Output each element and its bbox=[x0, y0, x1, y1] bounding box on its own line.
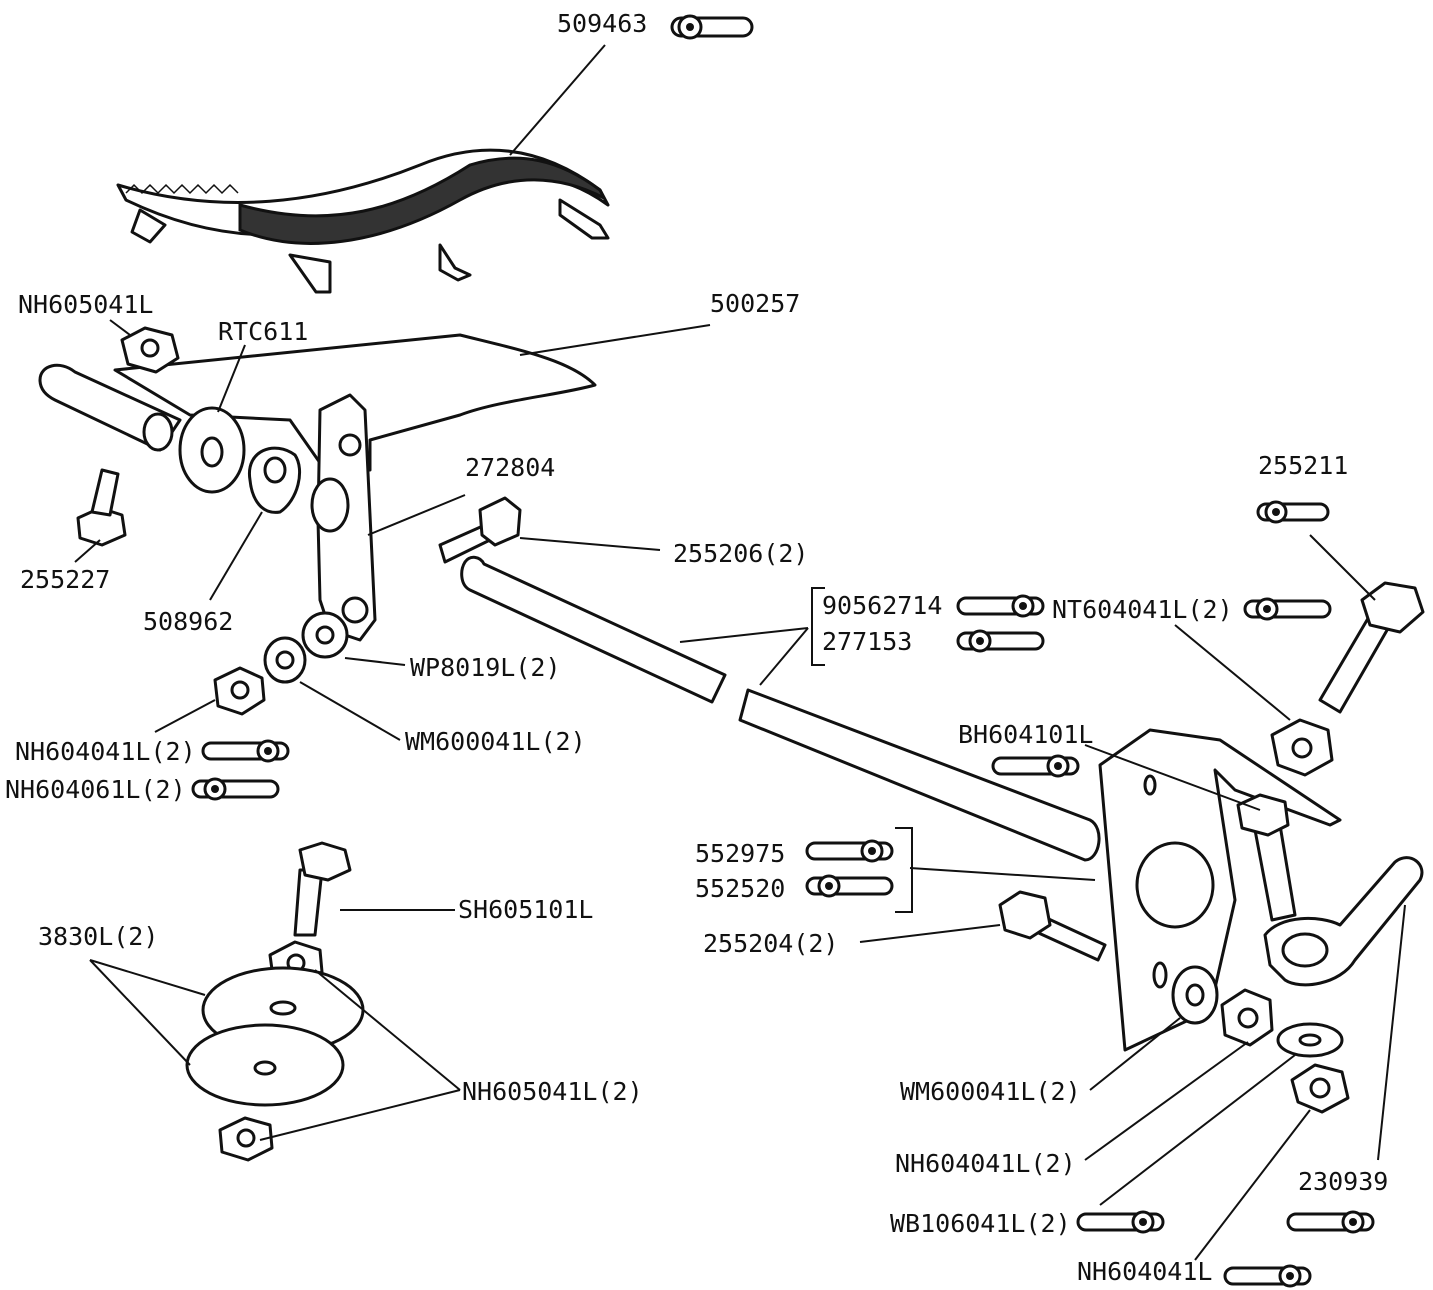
part-symbol-icon bbox=[670, 14, 754, 40]
label-wp8019l: WP8019L(2) bbox=[410, 653, 561, 682]
label-nh605041l-2: NH605041L(2) bbox=[462, 1077, 643, 1106]
part-symbol-icon bbox=[1243, 597, 1332, 621]
label-sh605101l: SH605101L bbox=[458, 895, 593, 924]
label-508962: 508962 bbox=[143, 607, 233, 636]
label-wb106041l: WB106041L(2) bbox=[890, 1209, 1071, 1238]
label-552975: 552975 bbox=[695, 839, 785, 868]
lever-230939-drawing bbox=[1263, 856, 1424, 987]
part-symbol-icon bbox=[1256, 500, 1330, 524]
label-wm600041l-right: WM600041L(2) bbox=[900, 1077, 1081, 1106]
part-symbol-icon bbox=[805, 874, 894, 898]
nut-nh604041l-right-drawing bbox=[1220, 988, 1274, 1047]
part-symbol-icon bbox=[191, 777, 280, 801]
label-272804: 272804 bbox=[465, 453, 555, 482]
pivot-tube-drawing bbox=[38, 363, 182, 452]
label-509463: 509463 bbox=[557, 9, 647, 38]
part-symbol-icon bbox=[201, 739, 290, 763]
washer-rtc611-drawing bbox=[178, 406, 246, 494]
bolt-272804-drawing bbox=[438, 496, 522, 564]
label-nh604041l-left: NH604041L(2) bbox=[15, 737, 196, 766]
label-rtc611: RTC611 bbox=[218, 317, 308, 346]
label-230939: 230939 bbox=[1298, 1167, 1388, 1196]
nut-nh604041l-bottom-drawing bbox=[1290, 1063, 1350, 1114]
rod-255206-drawing bbox=[460, 555, 1101, 862]
part-symbol-icon bbox=[1223, 1264, 1312, 1288]
bolt-255204-drawing bbox=[998, 890, 1107, 962]
part-labels: 509463 500257 NH605041L RTC611 255227 50… bbox=[5, 9, 1388, 1286]
nut-nh605041l-top-drawing bbox=[120, 326, 180, 374]
label-nh604041l-bottom: NH604041L bbox=[1077, 1257, 1212, 1286]
label-bh604101l: BH604101L bbox=[958, 720, 1093, 749]
label-255204: 255204(2) bbox=[703, 929, 838, 958]
label-90562714: 90562714 bbox=[822, 591, 942, 620]
part-symbol-icon bbox=[1286, 1210, 1375, 1234]
label-500257: 500257 bbox=[710, 289, 800, 318]
nut-nt604041l-drawing bbox=[1270, 718, 1334, 777]
part-symbol-icon bbox=[991, 754, 1080, 778]
bolt-bh604101l-drawing bbox=[1236, 793, 1297, 922]
part-symbol-icon bbox=[956, 629, 1045, 653]
seat-pad-drawing bbox=[116, 148, 610, 294]
washer-wm600041l-right-drawing bbox=[1171, 965, 1219, 1025]
label-nh604061l: NH604061L(2) bbox=[5, 775, 186, 804]
washer-wm600041l-left-drawing bbox=[263, 636, 307, 684]
label-255227: 255227 bbox=[20, 565, 110, 594]
rubber-mount-3830l-lower-drawing bbox=[185, 1023, 345, 1107]
part-symbol-icon bbox=[1076, 1210, 1165, 1234]
washer-wp8019l-drawing bbox=[301, 611, 349, 659]
bolt-255211-drawing bbox=[1318, 581, 1425, 714]
nut-nh605041l-lower-drawing bbox=[218, 1116, 274, 1162]
label-255206: 255206(2) bbox=[673, 539, 808, 568]
bolt-sh605101l-drawing bbox=[293, 841, 352, 937]
label-3830l: 3830L(2) bbox=[38, 922, 158, 951]
right-bracket-drawing bbox=[1098, 728, 1342, 1052]
spacer-508962-drawing bbox=[248, 446, 302, 514]
part-symbol-icon bbox=[805, 839, 894, 863]
label-277153: 277153 bbox=[822, 627, 912, 656]
label-nh604041l-right: NH604041L(2) bbox=[895, 1149, 1076, 1178]
nut-nh604041l-left-drawing bbox=[213, 666, 266, 716]
part-symbol-icon bbox=[956, 594, 1045, 618]
washer-wb106041l-drawing bbox=[1276, 1022, 1344, 1058]
label-wm600041l-left: WM600041L(2) bbox=[405, 727, 586, 756]
leader-lines bbox=[74, 44, 1406, 1261]
label-552520: 552520 bbox=[695, 874, 785, 903]
label-255211: 255211 bbox=[1258, 451, 1348, 480]
label-nh605041l-top: NH605041L bbox=[18, 290, 153, 319]
label-nt604041l: NT604041L(2) bbox=[1052, 595, 1233, 624]
bolt-255227-drawing bbox=[76, 468, 127, 547]
